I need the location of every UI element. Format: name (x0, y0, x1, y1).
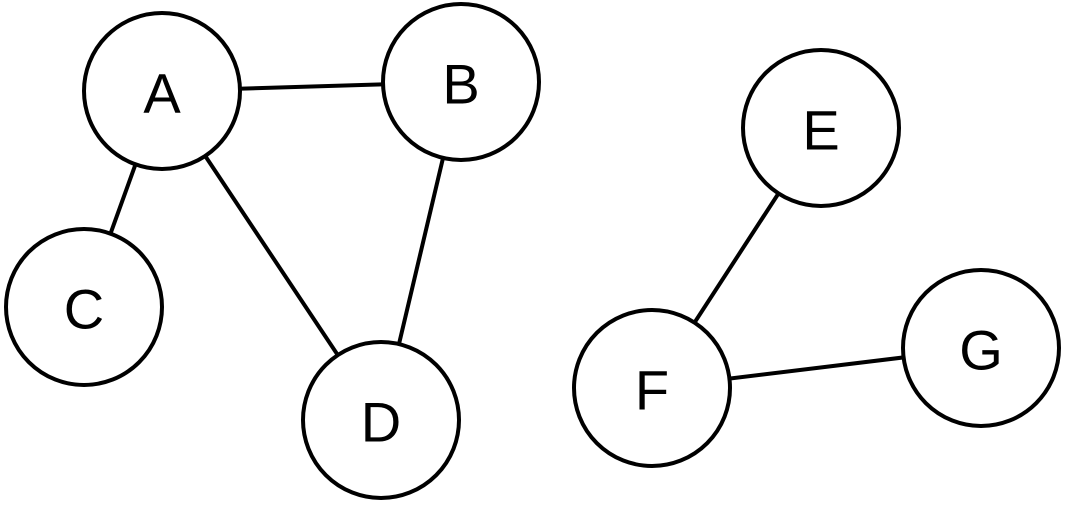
node-circle (301, 340, 461, 500)
node-circle (901, 268, 1061, 428)
node-label: F (635, 359, 669, 422)
nodes-layer: A B C D E F G (4, 2, 1061, 500)
node-circle (4, 227, 164, 387)
node-circle (82, 11, 242, 171)
node-e: E (741, 48, 901, 208)
node-b: B (381, 2, 541, 162)
node-label: E (802, 99, 839, 162)
node-a: A (82, 11, 242, 171)
node-label: B (442, 53, 479, 116)
node-circle (741, 48, 901, 208)
node-circle (381, 2, 541, 162)
node-g: G (901, 268, 1061, 428)
node-d: D (301, 340, 461, 500)
node-c: C (4, 227, 164, 387)
node-f: F (572, 308, 732, 468)
node-circle (572, 308, 732, 468)
node-label: G (959, 319, 1003, 382)
node-label: C (64, 278, 104, 341)
node-label: A (143, 62, 181, 125)
node-label: D (361, 391, 401, 454)
